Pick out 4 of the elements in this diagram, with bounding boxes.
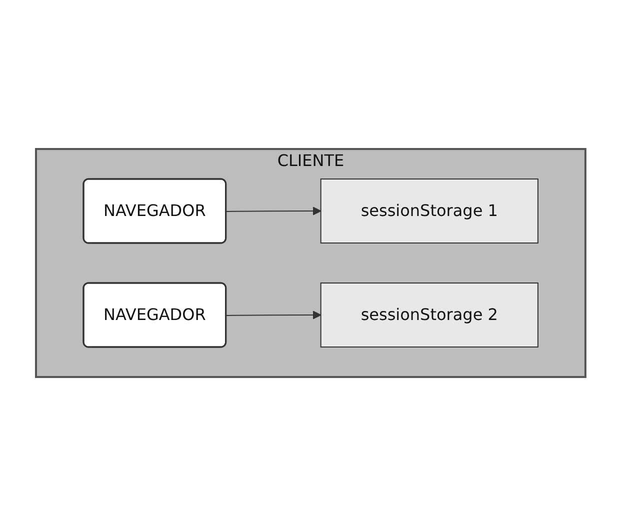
arrow: [226, 206, 322, 216]
node-box: sessionStorage 1: [320, 178, 539, 244]
arrow: [226, 310, 322, 320]
node-box: sessionStorage 2: [320, 282, 539, 348]
